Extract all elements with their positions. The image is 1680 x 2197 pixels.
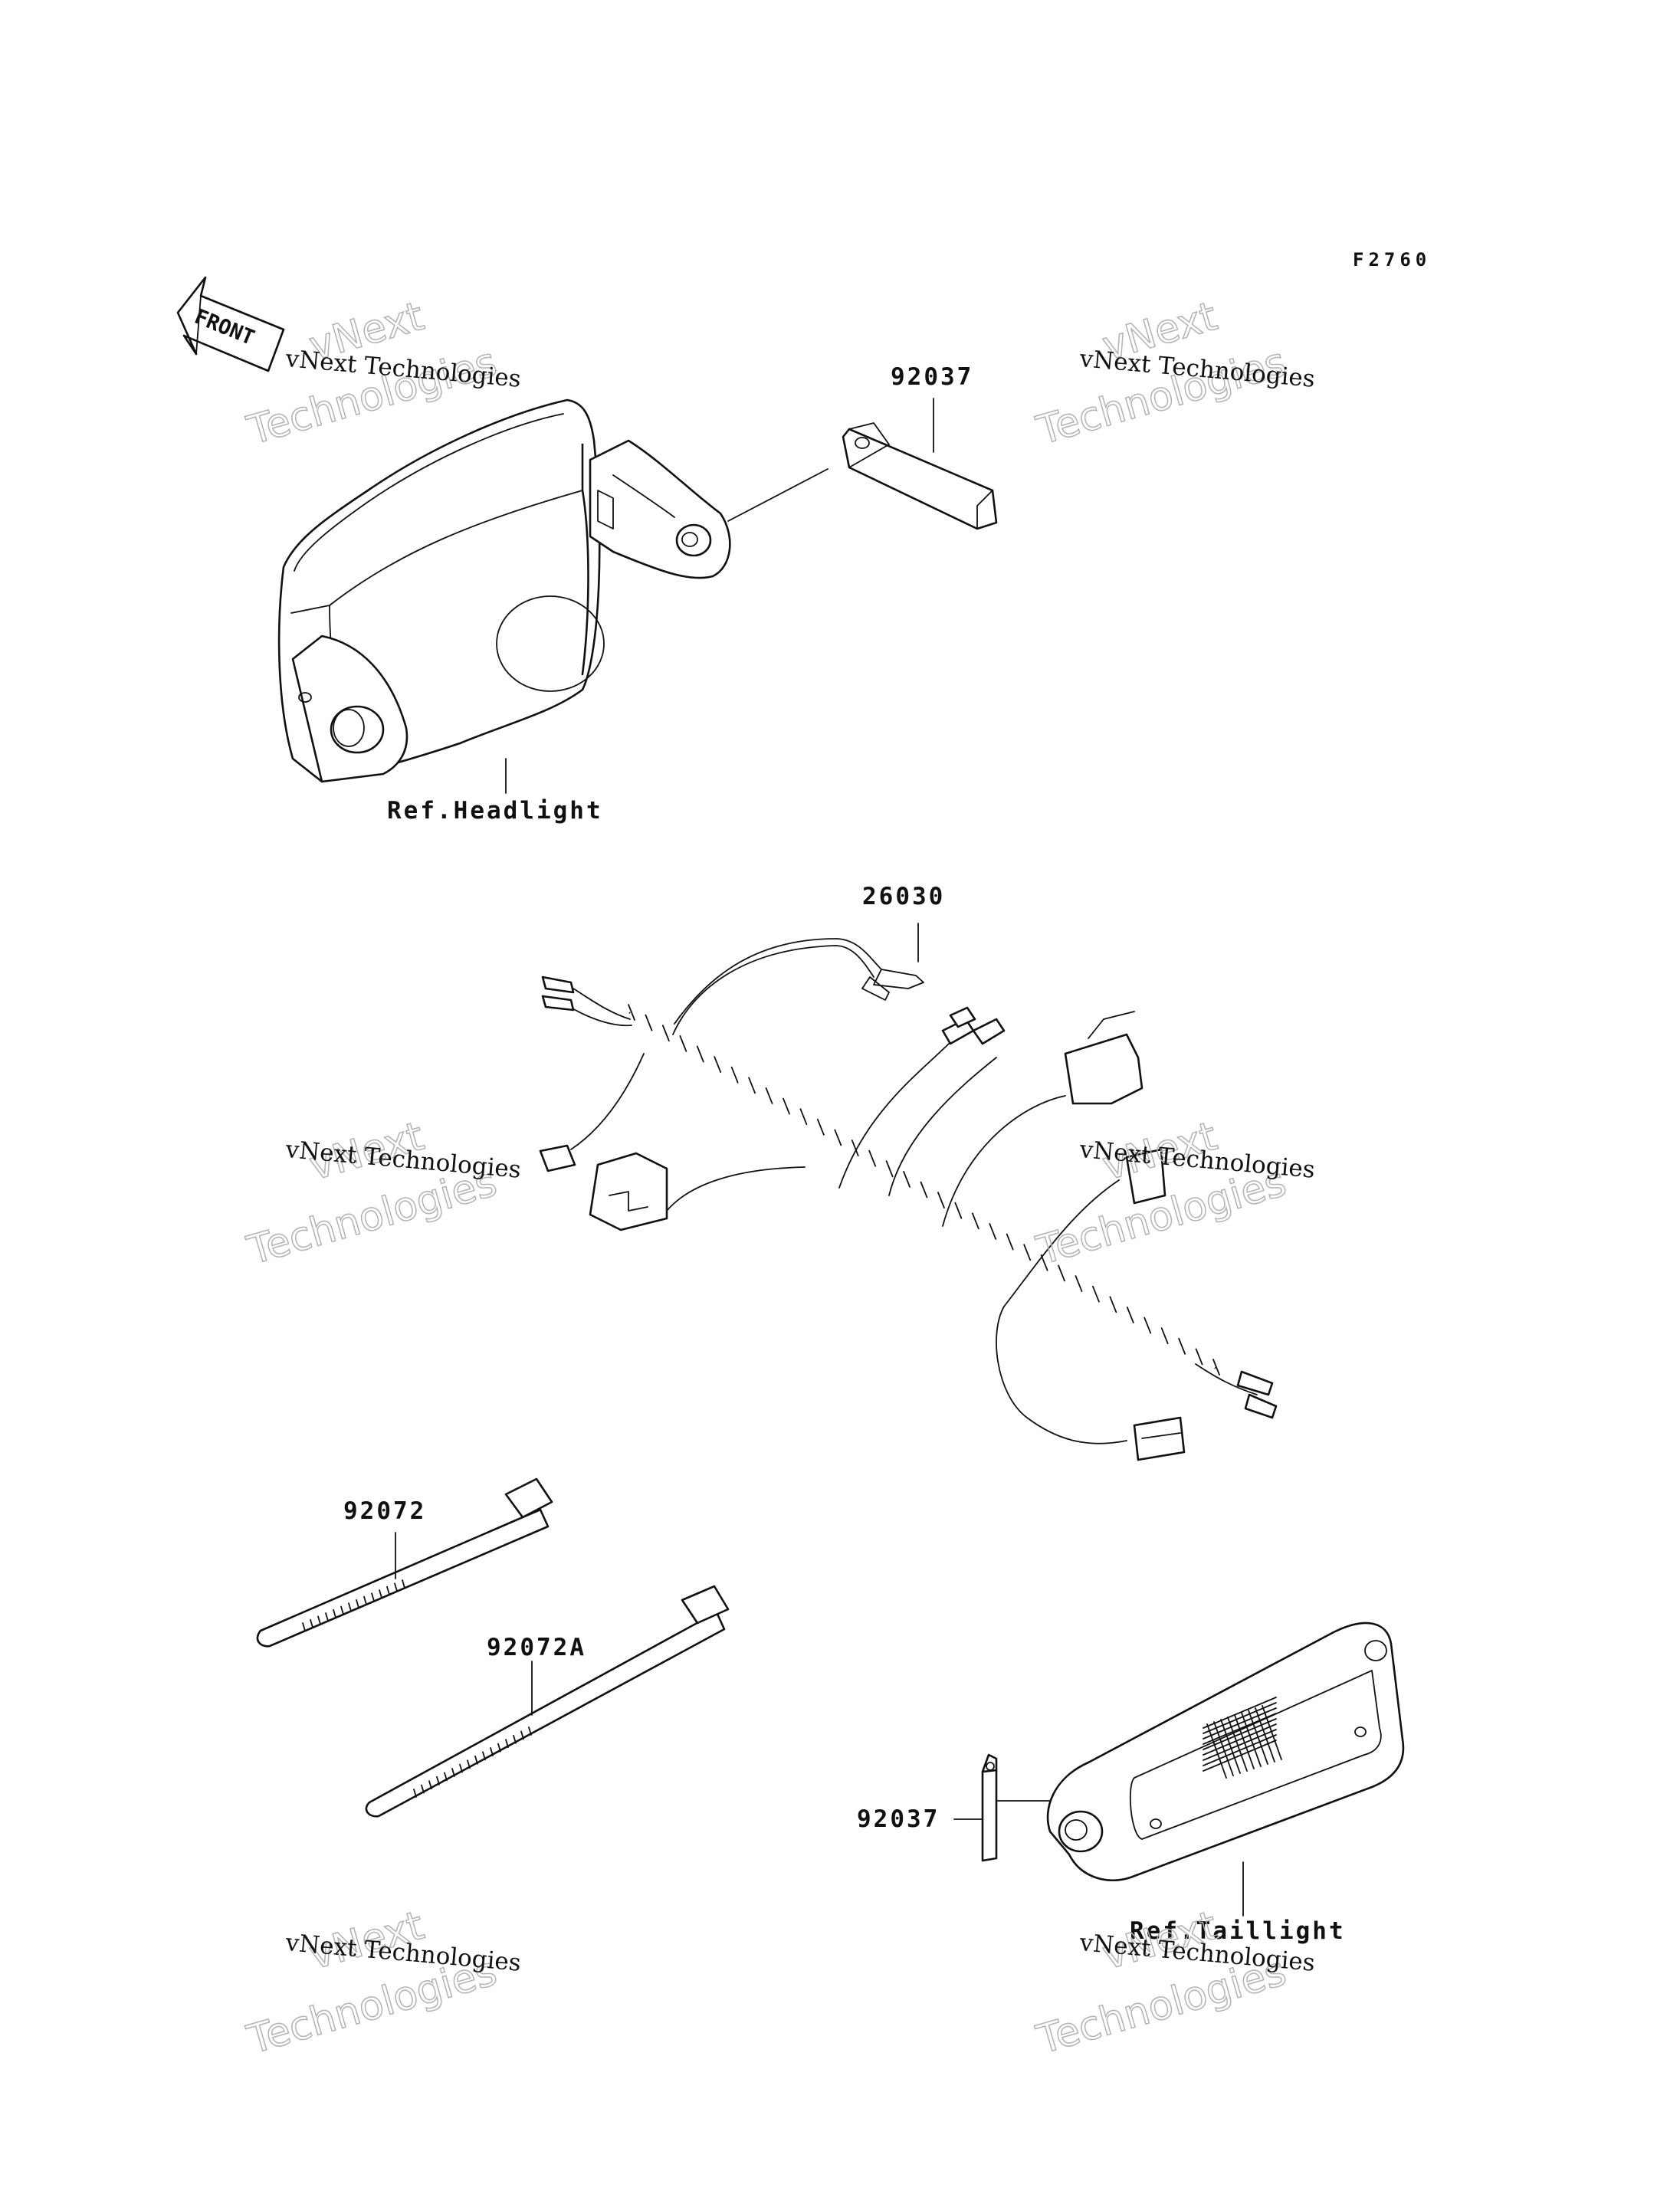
part-label-ref-headlight: Ref.Headlight	[387, 797, 603, 825]
part-label-ref-taillight: Ref.Taillight	[1130, 1917, 1346, 1945]
taillight-drawing	[1046, 1622, 1405, 1917]
part-label-92072: 92072	[343, 1497, 426, 1525]
part-label-92037-top: 92037	[891, 363, 973, 391]
watermark-bottom-left: vNext Technologies vNext Technologies	[241, 1902, 522, 2064]
front-arrow-icon: FRONT	[176, 276, 285, 372]
bracket-92037-top-drawing	[727, 398, 998, 530]
watermark-middle-right: vNext Technologies vNext Technologies	[1031, 1113, 1316, 1274]
wire-harness-drawing	[539, 923, 1278, 1461]
watermark-middle-left: vNext Technologies vNext Technologies	[241, 1113, 522, 1274]
figure-code: F2760	[1353, 249, 1431, 271]
band-92072A-drawing	[365, 1585, 730, 1818]
watermark-top-right: vNext Technologies vNext Technologies	[1031, 293, 1316, 454]
headlight-drawing	[277, 398, 731, 794]
band-92072-drawing	[256, 1477, 553, 1648]
part-label-92037-bottom: 92037	[857, 1805, 940, 1833]
part-label-26030: 26030	[862, 883, 945, 910]
bracket-92037-bottom-drawing	[953, 1753, 1051, 1862]
part-label-92072A: 92072A	[487, 1634, 586, 1661]
